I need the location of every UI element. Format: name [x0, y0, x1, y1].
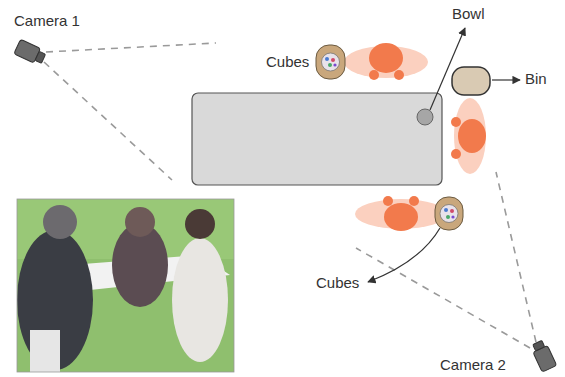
object-label: Bin [525, 70, 547, 88]
cubes-pile [440, 205, 458, 223]
bin [452, 67, 490, 95]
bowl [417, 109, 433, 125]
person-head [384, 203, 418, 231]
camera-icon [14, 39, 47, 66]
person-hand [409, 196, 419, 206]
cube [328, 63, 332, 67]
cube [450, 209, 454, 213]
tray [316, 45, 345, 79]
cube [444, 208, 448, 212]
leader-lines [368, 28, 520, 282]
photo-background [17, 199, 234, 372]
view-line [356, 248, 530, 348]
object-label: Cubes [266, 53, 309, 71]
leader-arrow [368, 228, 440, 282]
tray [435, 197, 463, 230]
camera-label: Camera 1 [14, 12, 80, 30]
cubes-tray [435, 197, 463, 230]
view-line [44, 62, 172, 180]
person-head [458, 119, 486, 153]
person-body [454, 98, 486, 174]
leader-arrow [430, 28, 465, 110]
person-hand [451, 149, 461, 159]
cube [333, 63, 336, 66]
person-figure [355, 196, 447, 231]
leader-arrow [492, 79, 520, 80]
person-hand [369, 70, 379, 80]
object-label: Bowl [452, 5, 485, 23]
cubes-tray [316, 45, 345, 79]
person-hand [394, 70, 404, 80]
object-label: Cubes [316, 274, 359, 292]
cube [451, 215, 454, 218]
person-head [369, 43, 403, 73]
photo-head [43, 205, 77, 239]
camera-lens [533, 340, 545, 351]
view-line [46, 43, 216, 52]
photo-frame [17, 199, 234, 372]
camera-lens [35, 51, 46, 63]
camera-icon [530, 339, 557, 372]
cubes-pile [322, 53, 340, 71]
person-figure [344, 43, 428, 80]
view-line [496, 172, 536, 342]
photo-head [185, 209, 215, 239]
camera-label: Camera 2 [440, 356, 506, 374]
photo-chair [30, 330, 60, 372]
cube [331, 58, 335, 62]
photo-head [125, 207, 155, 237]
person-figure [451, 98, 486, 174]
photo-inset [17, 199, 234, 372]
cube [446, 215, 450, 219]
person-hand [383, 196, 393, 206]
cube [325, 57, 329, 61]
table [192, 93, 442, 185]
person-hand [451, 117, 461, 127]
photo-person [172, 238, 228, 362]
